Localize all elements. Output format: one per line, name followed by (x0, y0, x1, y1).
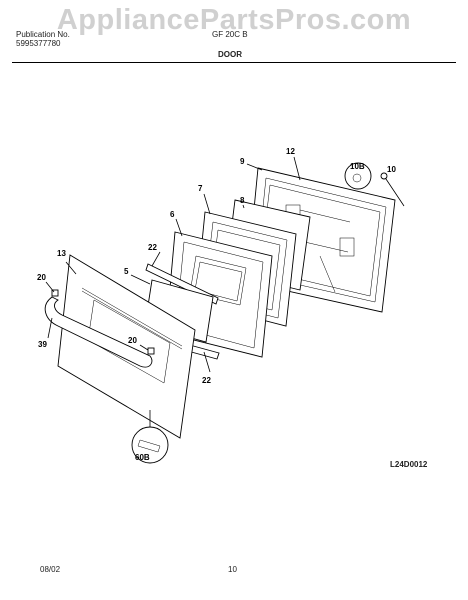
callout-5: 5 (124, 267, 129, 276)
footer-page: 10 (228, 565, 237, 574)
callout-7: 7 (198, 184, 203, 193)
footer-date: 08/02 (40, 565, 61, 574)
callout-6: 6 (170, 210, 175, 219)
callout-20-left: 20 (37, 273, 46, 282)
publication-label: Publication No. (16, 30, 70, 39)
callout-8: 8 (240, 196, 245, 205)
publication-number: 5995377780 (16, 39, 61, 48)
callout-60b: 60B (135, 453, 150, 462)
drawing-code: L24D0012 (390, 460, 428, 469)
handle-end-cap-right (147, 347, 155, 355)
callout-22-upper: 22 (148, 243, 157, 252)
door-handle (44, 296, 153, 368)
header-rule (12, 62, 456, 63)
callout-39: 39 (38, 340, 47, 349)
callout-10: 10 (387, 165, 396, 174)
callout-12: 12 (286, 147, 295, 156)
section-title: DOOR (218, 50, 242, 59)
model-number: GF 20C B (212, 30, 248, 39)
callout-20-right: 20 (128, 336, 137, 345)
watermark: AppliancePartsPros.com (56, 4, 412, 36)
callout-22-lower: 22 (202, 376, 211, 385)
callout-10b: 10B (350, 162, 365, 171)
handle-end-cap-left (51, 289, 59, 297)
callout-13: 13 (57, 249, 66, 258)
callout-9: 9 (240, 157, 245, 166)
detail-circle-10b (344, 162, 372, 190)
leader-lines (45, 156, 301, 427)
screw-10 (380, 172, 405, 207)
